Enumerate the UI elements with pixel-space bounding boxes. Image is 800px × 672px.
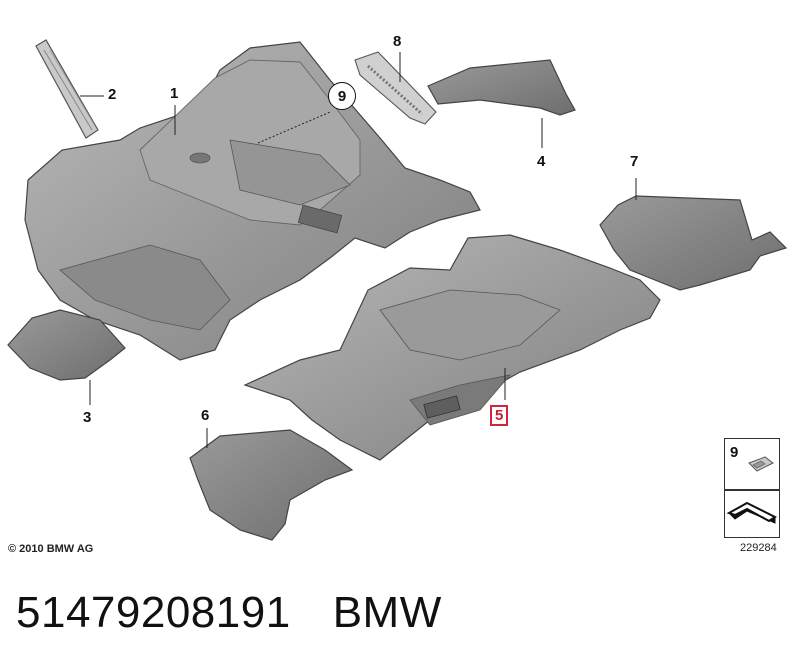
callout-4: 4	[537, 153, 546, 170]
copyright-text: © 2010 BMW AG	[8, 543, 94, 555]
callout-7: 7	[630, 153, 639, 170]
clip-icon	[748, 456, 774, 472]
part-7-rear-mat	[599, 178, 788, 291]
clip-inset: 9	[724, 438, 780, 538]
inset-box-top: 9	[724, 438, 780, 490]
part-3-left-mat	[7, 309, 126, 405]
callout-9-circled: 9	[328, 82, 356, 110]
inset-box-bottom	[724, 490, 780, 538]
part-1-front-carpet	[24, 41, 481, 361]
part-number: 51479208191	[16, 588, 291, 637]
callout-3: 3	[83, 409, 92, 426]
arrow-symbol-icon	[726, 501, 777, 524]
callout-6: 6	[201, 407, 210, 424]
diagram-reference-number: 229284	[740, 542, 777, 554]
footer: 51479208191 BMW	[16, 588, 442, 638]
callout-2: 2	[108, 86, 117, 103]
callout-1: 1	[170, 85, 179, 102]
brand-name: BMW	[332, 588, 442, 637]
callout-5-highlighted: 5	[490, 405, 509, 426]
inset-number: 9	[730, 444, 739, 461]
part-6-rear-mat	[189, 428, 354, 541]
part-5-rear-carpet	[243, 234, 661, 461]
part-4-front-mat	[427, 59, 576, 148]
part-8-bracket	[354, 51, 437, 125]
parts-diagram	[7, 39, 788, 541]
part-2-sill-strip	[35, 39, 99, 139]
callout-8: 8	[393, 33, 402, 50]
